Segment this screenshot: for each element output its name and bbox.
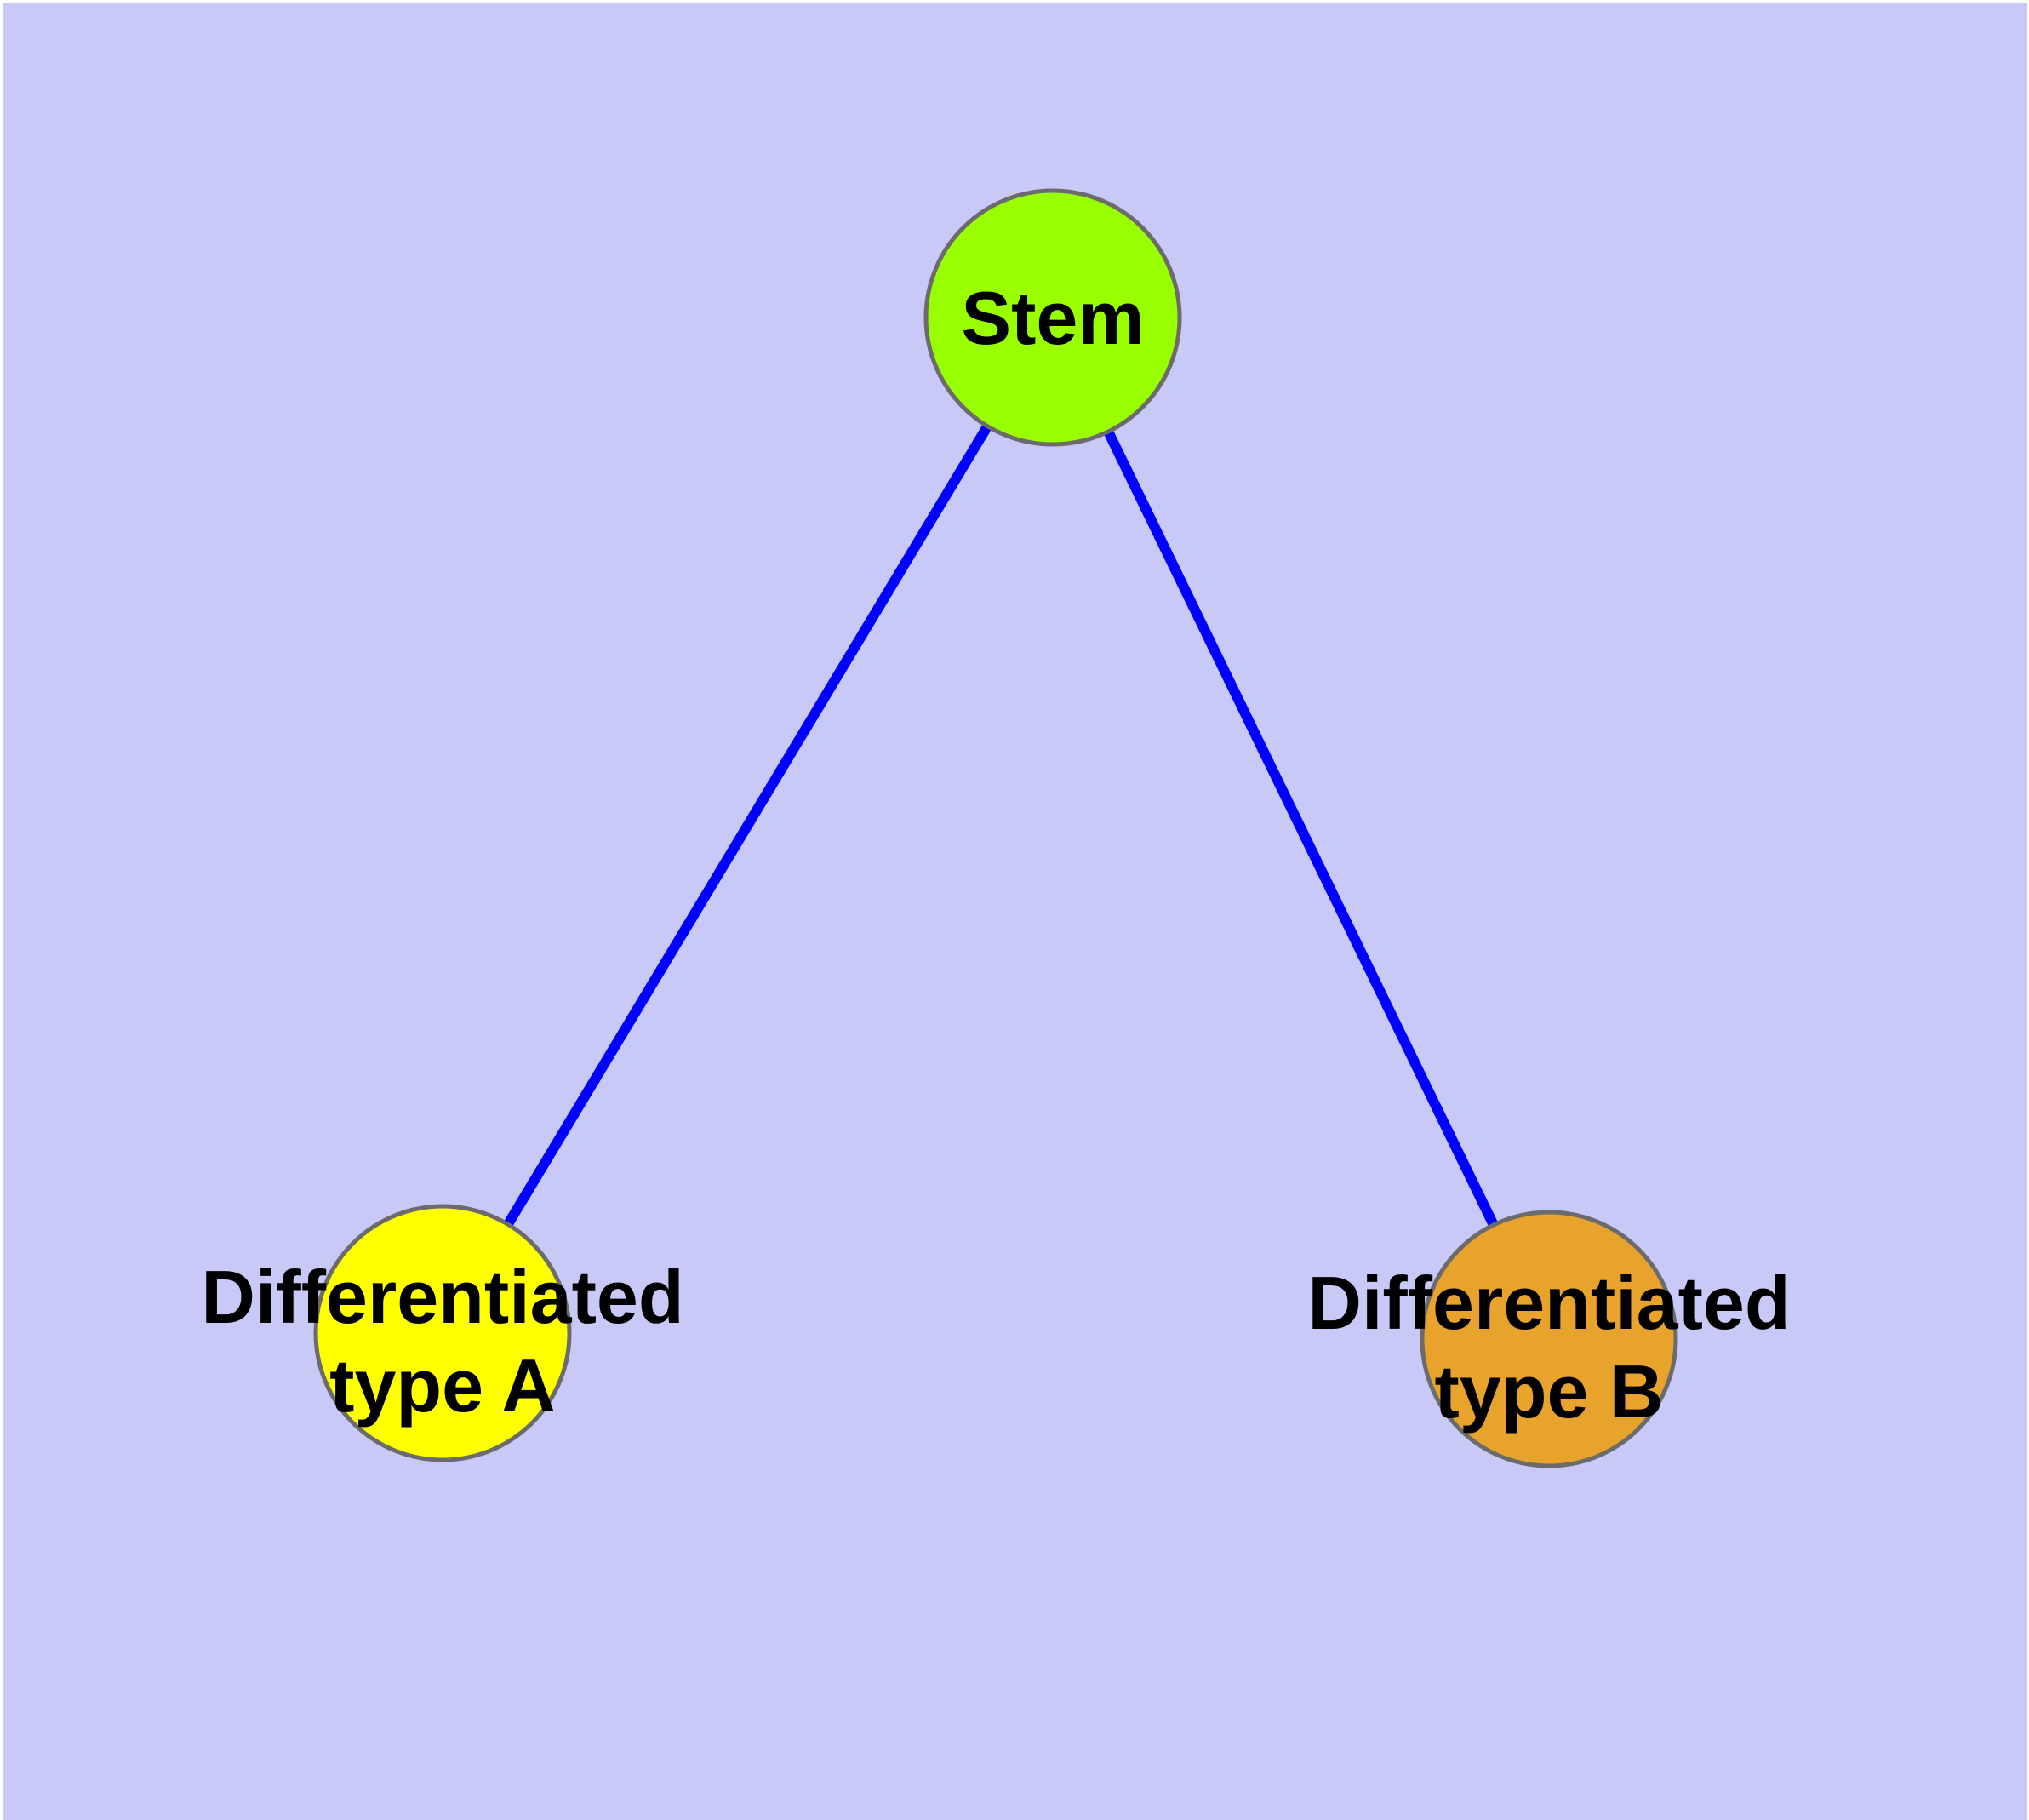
- node-stem-label: Stem: [961, 276, 1144, 360]
- graph-canvas: Stem Differentiated type A Differentiate…: [3, 3, 2027, 1820]
- node-differentiated-type-b: [1420, 1210, 1678, 1468]
- cell-differentiation-diagram: Stem Differentiated type A Differentiate…: [3, 3, 2027, 1820]
- edge-stem-to-type-a: [437, 314, 1058, 1336]
- node-type-a-label-line2: type A: [329, 1343, 556, 1428]
- node-type-b-label-line2: type B: [1435, 1349, 1664, 1434]
- edge-stem-to-type-b: [1048, 315, 1554, 1342]
- node-stem: [923, 188, 1182, 447]
- node-type-a-label-line1: Differentiated: [201, 1255, 683, 1339]
- node-type-b-label-line1: Differentiated: [1307, 1261, 1790, 1345]
- node-differentiated-type-a: [313, 1204, 572, 1462]
